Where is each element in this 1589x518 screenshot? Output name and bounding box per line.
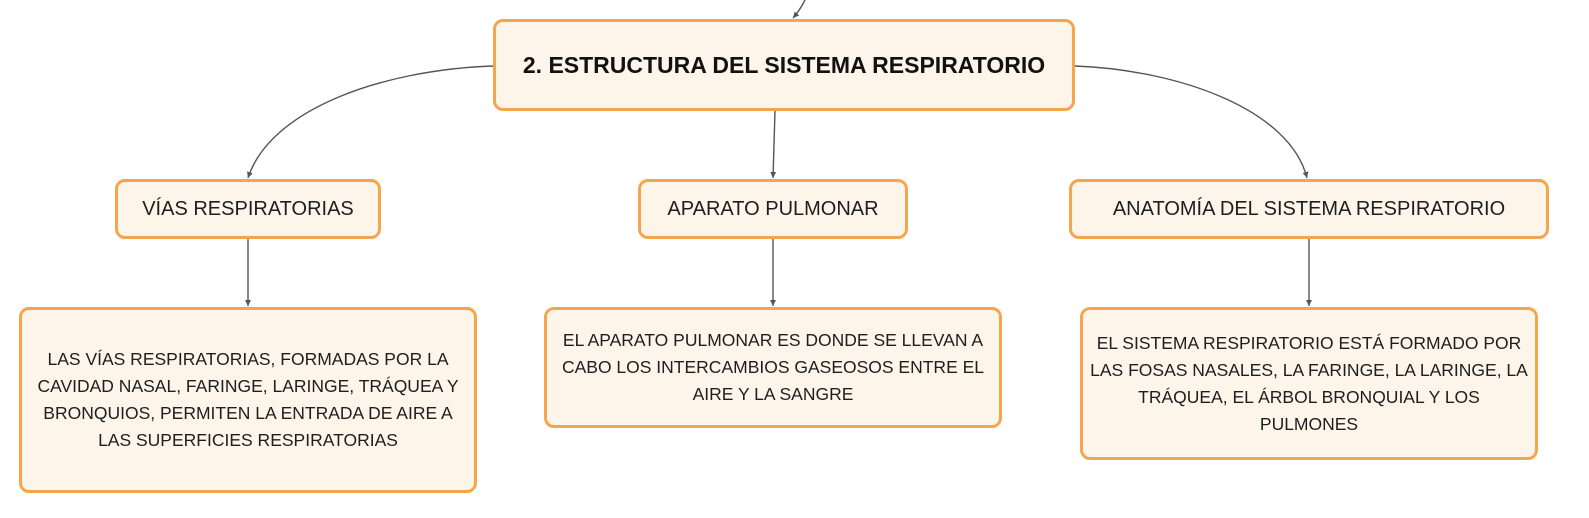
connector-root-to-branch-2: [1074, 65, 1309, 179]
detail-node-vias-respiratorias[interactable]: LAS VÍAS RESPIRATORIAS, FORMADAS POR LA …: [19, 307, 477, 493]
root-topic-label: 2. ESTRUCTURA DEL SISTEMA RESPIRATORIO: [522, 51, 1046, 78]
connector-root-to-branch-1: [770, 110, 777, 179]
branch-label: VÍAS RESPIRATORIAS: [142, 197, 354, 220]
branch-label: ANATOMÍA DEL SISTEMA RESPIRATORIO: [1112, 197, 1506, 220]
detail-text: EL SISTEMA RESPIRATORIO ESTÁ FORMADO POR…: [1090, 332, 1528, 434]
root-topic-node[interactable]: 2. ESTRUCTURA DEL SISTEMA RESPIRATORIO: [493, 19, 1075, 111]
detail-text: LAS VÍAS RESPIRATORIAS, FORMADAS POR LA …: [37, 349, 459, 450]
detail-node-aparato-pulmonar[interactable]: EL APARATO PULMONAR ES DONDE SE LLEVAN A…: [544, 307, 1002, 428]
connector-from-parent: [792, 0, 806, 19]
detail-node-anatomia[interactable]: EL SISTEMA RESPIRATORIO ESTÁ FORMADO POR…: [1080, 307, 1538, 460]
connector-root-to-branch-0: [247, 65, 494, 179]
branch-node-anatomia[interactable]: ANATOMÍA DEL SISTEMA RESPIRATORIO: [1069, 179, 1549, 239]
branch-label: APARATO PULMONAR: [667, 197, 879, 220]
branch-node-vias-respiratorias[interactable]: VÍAS RESPIRATORIAS: [115, 179, 381, 239]
detail-text: EL APARATO PULMONAR ES DONDE SE LLEVAN A…: [561, 330, 985, 404]
branch-node-aparato-pulmonar[interactable]: APARATO PULMONAR: [638, 179, 908, 239]
